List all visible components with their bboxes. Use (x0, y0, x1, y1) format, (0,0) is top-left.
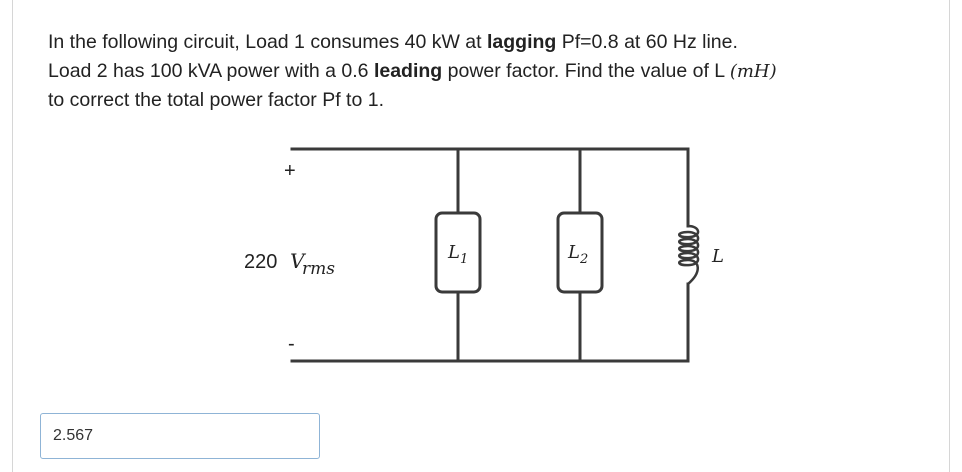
leading-keyword: leading (373, 60, 443, 82)
load1-label: L (447, 242, 460, 263)
voltage-subscript: rms (302, 259, 335, 279)
load2-box (556, 211, 604, 294)
question-line-2: Load 2 has 100 kVA power with a 0.6 lead… (48, 60, 777, 82)
question-line-1: In the following circuit, Load 1 consume… (48, 31, 738, 53)
voltage-value: 220 (244, 251, 277, 273)
question-card (12, 0, 950, 472)
load2-label: L (567, 242, 580, 263)
inductor-coil (678, 224, 700, 285)
lagging-keyword: lagging (486, 31, 557, 53)
minus-sign: - (288, 333, 295, 355)
question-line-3: to correct the total power factor Pf to … (48, 89, 384, 111)
question-text: In the following circuit, Load 1 consume… (48, 28, 928, 115)
load1-subscript: 1 (460, 252, 468, 267)
inductor-label: L (711, 246, 724, 267)
voltage-symbol: V (290, 249, 307, 273)
answer-input[interactable] (40, 413, 320, 459)
load2-subscript: 2 (579, 252, 588, 267)
plus-sign: + (284, 160, 296, 182)
load1-box (434, 211, 482, 294)
unit-mh: (mH) (729, 61, 777, 82)
